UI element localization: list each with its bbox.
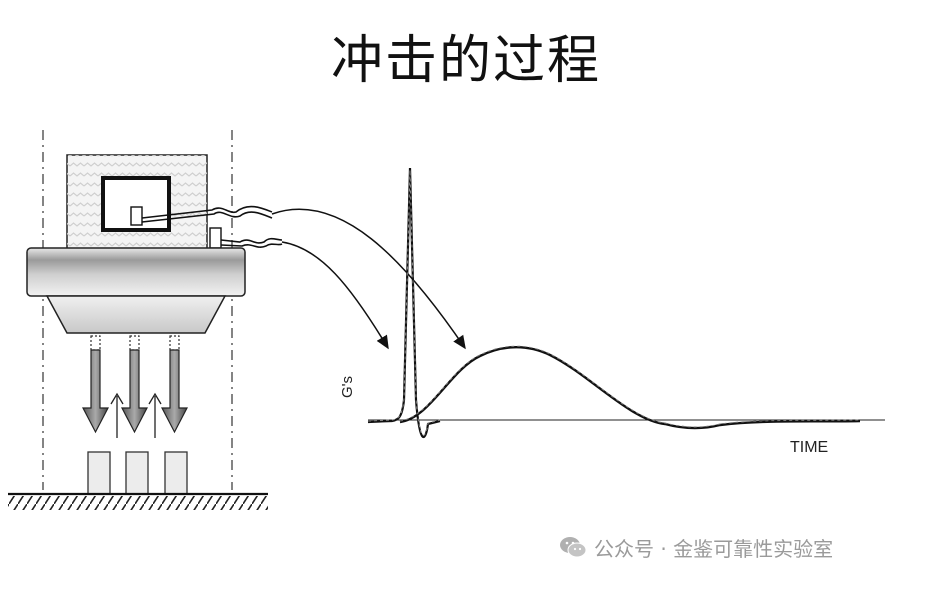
table-pulse-curve — [367, 167, 441, 439]
x-axis-label: TIME — [790, 439, 828, 456]
test-fixture — [66, 154, 208, 251]
product-response-curve — [399, 345, 861, 430]
impact-blocks — [87, 451, 188, 495]
y-axis-label: G's — [339, 376, 356, 398]
down-arrow-icon — [161, 335, 188, 434]
watermark-text: 公众号 · 金鉴可靠性实验室 — [594, 536, 834, 561]
product-response-curve-dashed — [399, 345, 861, 428]
table-accelerometer — [209, 227, 222, 249]
drop-table — [26, 247, 246, 334]
watermark: 公众号 · 金鉴可靠性实验室 — [558, 532, 833, 562]
shock-pulse-chart: G's TIME — [339, 167, 885, 456]
impact-arrows — [82, 335, 188, 438]
sensor-cables — [141, 205, 283, 248]
down-arrow-icon — [82, 335, 109, 434]
leader-arrows — [271, 208, 466, 350]
wechat-icon — [560, 537, 587, 558]
ground — [8, 492, 268, 510]
down-arrow-icon — [121, 335, 148, 434]
device-accelerometer — [130, 206, 143, 226]
diagram-title: 冲击的过程 — [330, 31, 601, 91]
up-arrow-icon — [110, 392, 162, 438]
guide-lines — [42, 130, 233, 490]
